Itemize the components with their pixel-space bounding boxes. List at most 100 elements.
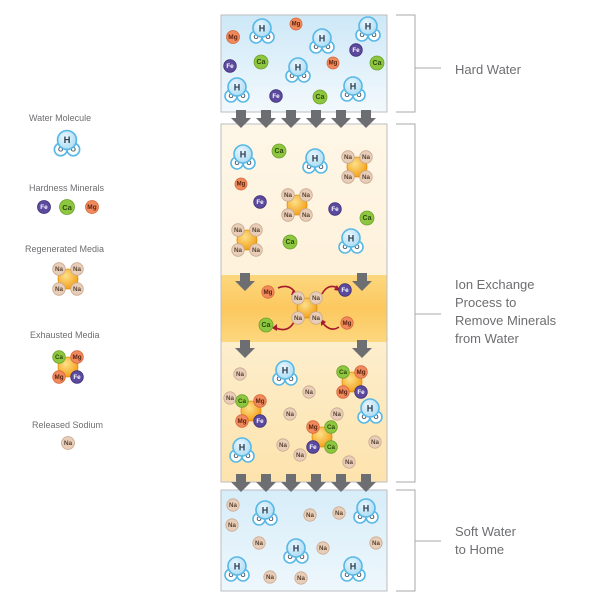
svg-text:Na: Na bbox=[302, 192, 311, 199]
svg-text:Mg: Mg bbox=[308, 424, 317, 431]
flow-arrow-in bbox=[231, 110, 251, 128]
svg-text:Na: Na bbox=[255, 540, 263, 547]
svg-text:O: O bbox=[256, 516, 261, 523]
svg-text:Ca: Ca bbox=[327, 444, 336, 451]
flow-arrows bbox=[231, 110, 376, 492]
svg-text:H: H bbox=[234, 83, 241, 93]
svg-text:O: O bbox=[344, 572, 349, 579]
svg-text:Na: Na bbox=[284, 212, 293, 219]
svg-text:H: H bbox=[295, 63, 302, 73]
ca-ion: Ca bbox=[271, 143, 287, 159]
ca-ion: Ca bbox=[52, 350, 66, 364]
fe-ion: Fe bbox=[328, 202, 342, 216]
flow-arrow-out bbox=[281, 474, 301, 492]
mg-ion: Mg bbox=[340, 316, 354, 330]
svg-text:Na: Na bbox=[228, 522, 236, 529]
na-ion: Na bbox=[293, 448, 307, 462]
mg-ion: Mg bbox=[336, 385, 350, 399]
ca-ion: Ca bbox=[324, 440, 338, 454]
ca-ion: Ca bbox=[369, 55, 385, 71]
svg-text:O: O bbox=[369, 514, 374, 521]
svg-text:H: H bbox=[350, 562, 357, 572]
svg-text:O: O bbox=[58, 146, 64, 153]
flow-arrow-out bbox=[331, 474, 351, 492]
na-ion: Na bbox=[299, 208, 313, 222]
flow-arrow-in bbox=[281, 110, 301, 128]
fe-ion: Fe bbox=[253, 195, 267, 209]
svg-text:Mg: Mg bbox=[54, 374, 63, 381]
svg-text:Ca: Ca bbox=[286, 239, 295, 246]
svg-text:Mg: Mg bbox=[343, 320, 352, 327]
flow-arrow-in bbox=[331, 110, 351, 128]
fe-ion: Fe bbox=[338, 283, 352, 297]
svg-text:Ca: Ca bbox=[55, 354, 64, 361]
svg-text:Na: Na bbox=[335, 510, 343, 517]
svg-text:Mg: Mg bbox=[228, 34, 237, 41]
soft-water-label-line2: to Home bbox=[455, 542, 504, 557]
svg-text:H: H bbox=[259, 24, 266, 34]
na-ion: Na bbox=[341, 150, 355, 164]
mg-ion: Mg bbox=[253, 394, 267, 408]
svg-text:O: O bbox=[228, 572, 233, 579]
exchange-arrowhead bbox=[272, 324, 277, 331]
na-ion: Na bbox=[225, 518, 239, 532]
na-ion: Na bbox=[316, 541, 330, 555]
svg-text:Na: Na bbox=[372, 540, 380, 547]
na-ion: Na bbox=[309, 311, 323, 325]
fe-ion: Fe bbox=[354, 385, 368, 399]
svg-text:Ca: Ca bbox=[316, 94, 325, 101]
svg-text:O: O bbox=[289, 73, 294, 80]
svg-text:H: H bbox=[348, 234, 355, 244]
na-ion: Na bbox=[309, 291, 323, 305]
fe-ion: Fe bbox=[269, 89, 283, 103]
svg-text:H: H bbox=[262, 506, 269, 516]
svg-text:O: O bbox=[299, 554, 304, 561]
svg-text:O: O bbox=[313, 44, 318, 51]
svg-text:Na: Na bbox=[284, 192, 293, 199]
ca-ion: Ca bbox=[359, 210, 375, 226]
svg-text:Na: Na bbox=[73, 286, 82, 293]
svg-text:Fe: Fe bbox=[352, 47, 360, 54]
legend-calcium-ion: Ca bbox=[59, 199, 75, 215]
mg-ion: Mg bbox=[261, 285, 275, 299]
legend-released-sodium-label: Released Sodium bbox=[32, 420, 103, 430]
ca-ion: Ca bbox=[336, 365, 350, 379]
svg-text:H: H bbox=[365, 22, 372, 32]
svg-text:H: H bbox=[367, 404, 374, 414]
flow-arrow-out bbox=[306, 474, 326, 492]
na-ion: Na bbox=[342, 455, 356, 469]
svg-text:O: O bbox=[325, 44, 330, 51]
na-ion: Na bbox=[369, 536, 383, 550]
flow-arrow-in bbox=[256, 110, 276, 128]
flow-arrow-out bbox=[231, 474, 251, 492]
svg-text:Ca: Ca bbox=[62, 203, 72, 212]
svg-text:H: H bbox=[312, 154, 319, 164]
svg-text:Ca: Ca bbox=[363, 215, 372, 222]
na-ion: Na bbox=[281, 188, 295, 202]
svg-text:Mg: Mg bbox=[72, 354, 81, 361]
svg-text:O: O bbox=[245, 453, 250, 460]
svg-text:Mg: Mg bbox=[237, 418, 246, 425]
svg-text:H: H bbox=[350, 82, 357, 92]
svg-text:Na: Na bbox=[55, 266, 64, 273]
svg-text:H: H bbox=[293, 544, 300, 554]
na-ion: Na bbox=[294, 571, 308, 585]
mg-ion: Mg bbox=[306, 420, 320, 434]
svg-text:Na: Na bbox=[345, 459, 353, 466]
svg-text:O: O bbox=[354, 244, 359, 251]
na-ion: Na bbox=[233, 367, 247, 381]
svg-text:Ca: Ca bbox=[275, 148, 284, 155]
na-ion: Na bbox=[283, 407, 297, 421]
mg-ion: Mg bbox=[354, 365, 368, 379]
